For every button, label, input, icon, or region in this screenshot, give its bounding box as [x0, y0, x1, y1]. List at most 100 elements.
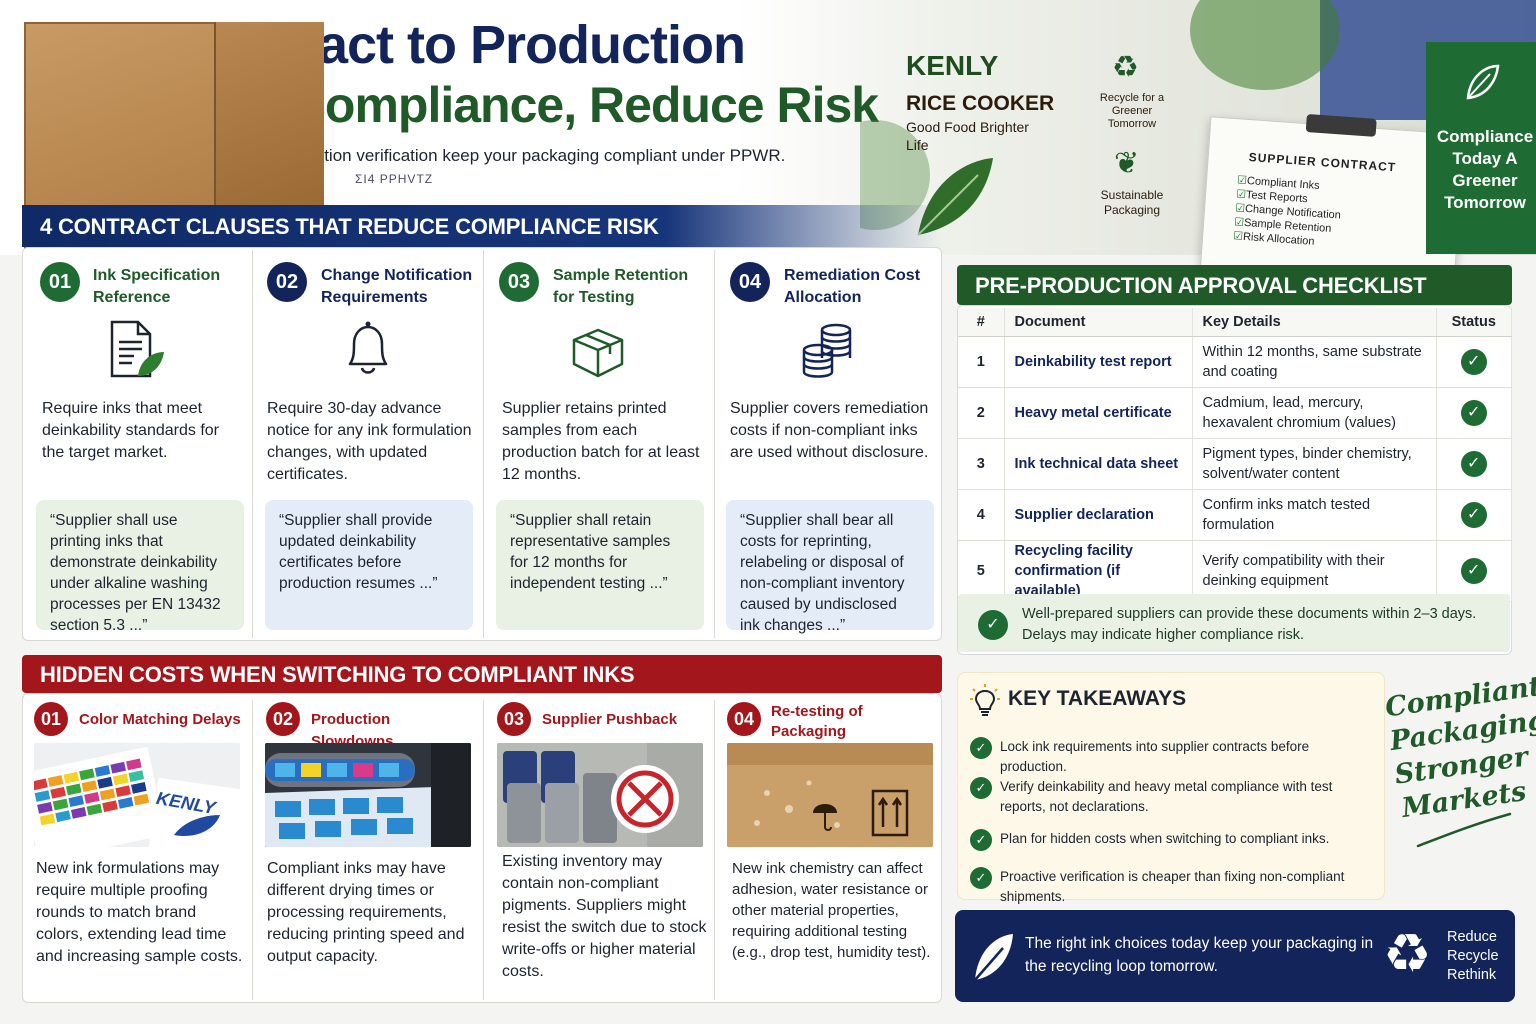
- check-icon: ✓: [1460, 450, 1487, 477]
- clipboard-clip: [1305, 114, 1377, 137]
- row-document: Recycling facility confirmation (if avai…: [1004, 540, 1193, 602]
- cost-number: 02: [266, 702, 300, 736]
- open-box-icon: [572, 328, 624, 378]
- underline-stroke: [1416, 812, 1512, 848]
- clause-quote: “Supplier shall use printing inks that d…: [36, 500, 244, 634]
- sign-text: Compliance Today A Greener Tomorrow: [1436, 127, 1534, 212]
- row-details: Verify compatibility with their deinking…: [1192, 540, 1437, 602]
- printing-press-image: [265, 743, 471, 847]
- takeaway-item: ✓Proactive verification is cheaper than …: [970, 867, 1370, 907]
- clause-quote: “Supplier shall bear all costs for repri…: [726, 500, 934, 634]
- table-row: 3 Ink technical data sheet Pigment types…: [958, 438, 1512, 490]
- row-details: Cadmium, lead, mercury, hexavalent chrom…: [1192, 387, 1437, 439]
- takeaway-text: Verify deinkability and heavy metal comp…: [1000, 779, 1333, 814]
- clause-body: Supplier retains printed samples from ea…: [502, 400, 700, 483]
- recycle-icon: ♻: [1383, 924, 1432, 984]
- check-icon: ✓: [1460, 501, 1487, 528]
- row-number: 3: [958, 438, 1005, 490]
- check-icon: ✓: [1460, 399, 1487, 426]
- column-divider: [252, 250, 253, 638]
- column-header: Status: [1436, 308, 1512, 337]
- column-header: Document: [1004, 308, 1193, 337]
- slogan-word: Recycle: [1447, 948, 1499, 964]
- footer-message: The right ink choices today keep your pa…: [1025, 935, 1374, 975]
- column-divider: [483, 250, 484, 638]
- row-status: ✓: [1436, 336, 1512, 388]
- box-sustainable-text: Sustainable Packaging: [1100, 188, 1164, 217]
- cost-title: Supplier Pushback: [542, 711, 678, 728]
- check-icon: ✓: [1460, 557, 1487, 584]
- check-icon: ✓: [978, 610, 1008, 640]
- row-document: Supplier declaration: [1004, 489, 1193, 541]
- cost-body: Existing inventory may contain non-compl…: [502, 853, 707, 980]
- row-document: Heavy metal certificate: [1004, 387, 1193, 439]
- footer-slogan: Reduce Recycle Rethink: [1447, 928, 1499, 985]
- box-tagline: Good Food Brighter Life: [906, 119, 1029, 153]
- takeaways-heading: KEY TAKEAWAYS: [1008, 687, 1187, 710]
- column-header: Key Details: [1192, 308, 1437, 337]
- coins-icon: [802, 323, 852, 378]
- footer-banner: The right ink choices today keep your pa…: [955, 910, 1515, 1002]
- ink-cans-prohibited-image: [497, 743, 703, 847]
- clause-title: Ink Specification Reference: [93, 267, 221, 306]
- clauses-heading: 4 CONTRACT CLAUSES THAT REDUCE COMPLIANC…: [22, 205, 942, 247]
- checklist-note: Well-prepared suppliers can provide thes…: [1022, 606, 1477, 643]
- column-divider: [483, 700, 484, 1000]
- column-header: #: [958, 308, 1005, 337]
- row-details: Pigment types, binder chemistry, solvent…: [1192, 438, 1437, 490]
- table-header-row: # Document Key Details Status: [958, 308, 1512, 337]
- clause-title: Change Notification Requirements: [321, 267, 473, 306]
- row-number: 1: [958, 336, 1005, 388]
- clipboard-list: Compliant Inks Test Reports Change Notif…: [1233, 173, 1344, 250]
- document-leaf-icon: [110, 320, 164, 378]
- leaf-icon: ❦: [1114, 147, 1140, 180]
- plant-foliage: [1190, 0, 1340, 90]
- slogan-word: Rethink: [1447, 967, 1497, 983]
- cost-number: 03: [497, 702, 531, 736]
- clause-quote: “Supplier shall provide updated deinkabi…: [265, 500, 473, 630]
- row-status: ✓: [1436, 489, 1512, 541]
- clause-title: Remediation Cost Allocation: [784, 267, 921, 306]
- cost-body: New ink formulations may require multipl…: [36, 860, 243, 965]
- compliance-sign: [1426, 42, 1536, 254]
- row-details: Confirm inks match tested formulation: [1192, 489, 1437, 541]
- table-row: 4 Supplier declaration Confirm inks matc…: [958, 489, 1512, 541]
- clipboard-title: SUPPLIER CONTRACT: [1248, 150, 1397, 175]
- clause-number: 03: [499, 262, 539, 302]
- check-icon: ✓: [970, 829, 992, 851]
- row-status: ✓: [1436, 438, 1512, 490]
- clause-title: Sample Retention for Testing: [553, 267, 689, 306]
- table-row: 2 Heavy metal certificate Cadmium, lead,…: [958, 387, 1512, 439]
- color-swatches-image: KENLY: [34, 743, 240, 847]
- table-row: 5 Recycling facility confirmation (if av…: [958, 540, 1512, 602]
- checklist-table: # Document Key Details Status 1 Deinkabi…: [958, 308, 1512, 602]
- lightbulb-icon: [970, 684, 1000, 716]
- clause-number: 01: [40, 262, 80, 302]
- cost-body: Compliant inks may have different drying…: [267, 860, 465, 965]
- checklist-note-box: [958, 594, 1510, 652]
- clause-body: Supplier covers remediation costs if non…: [730, 400, 929, 461]
- leaf-icon: [974, 934, 1013, 981]
- wet-carton-image: [727, 743, 933, 847]
- row-details: Within 12 months, same substrate and coa…: [1192, 336, 1437, 388]
- cost-number: 01: [34, 702, 68, 736]
- row-number: 2: [958, 387, 1005, 439]
- handwritten-slogan: Compliant Packaging Stronger Markets: [1383, 670, 1536, 825]
- takeaway-text: Lock ink requirements into supplier cont…: [1000, 739, 1310, 774]
- column-divider: [714, 250, 715, 638]
- check-icon: ✓: [970, 777, 992, 799]
- clause-body: Require 30-day advance notice for any in…: [267, 400, 472, 483]
- header-note: ΣΙ4 ΡΡΗVΤΖ: [355, 172, 434, 186]
- clause-number: 02: [267, 262, 307, 302]
- clause-number: 04: [730, 262, 770, 302]
- row-status: ✓: [1436, 540, 1512, 602]
- checklist-heading: PRE-PRODUCTION APPROVAL CHECKLIST: [957, 265, 1512, 305]
- takeaway-item: ✓ Verify deinkability and heavy metal com…: [970, 777, 1370, 817]
- row-document: Ink technical data sheet: [1004, 438, 1193, 490]
- table-row: 1 Deinkability test report Within 12 mon…: [958, 336, 1512, 388]
- column-divider: [714, 700, 715, 1000]
- box-recycle-text: Recycle for a Greener Tomorrow: [1099, 92, 1165, 130]
- row-document: Deinkability test report: [1004, 336, 1193, 388]
- slogan-word: Reduce: [1447, 929, 1497, 945]
- check-icon: ✓: [970, 867, 992, 889]
